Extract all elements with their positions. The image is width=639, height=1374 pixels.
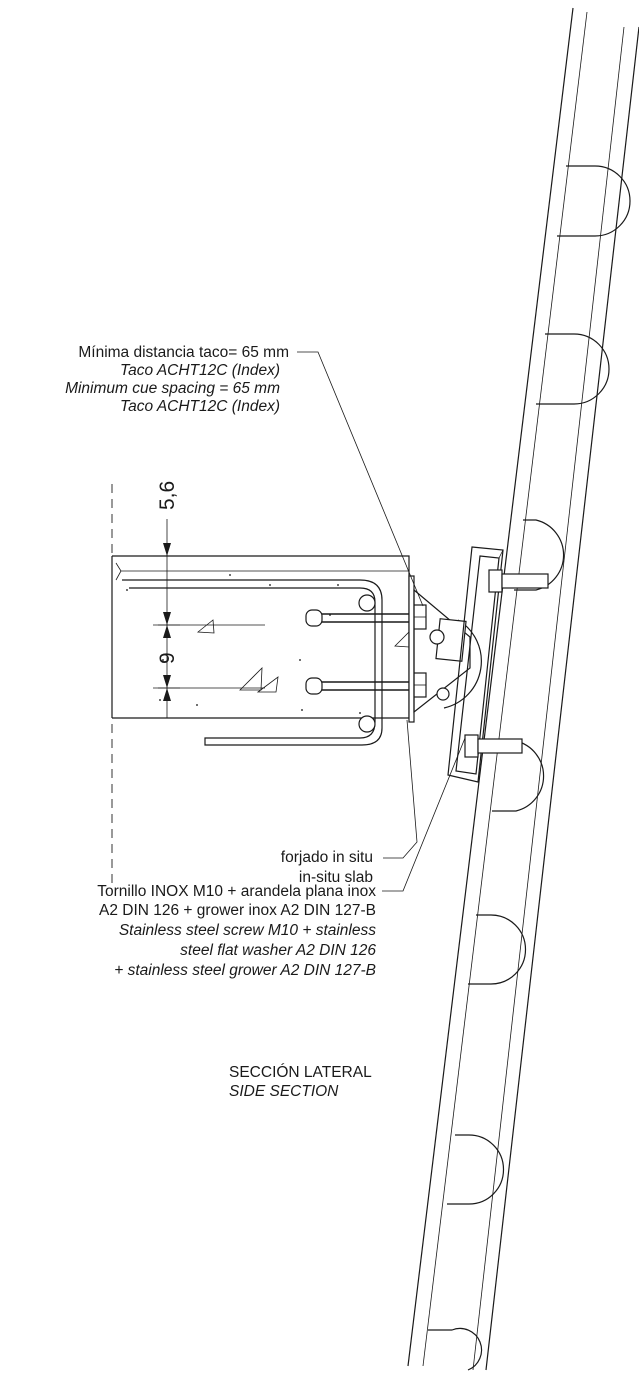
screw-en-1: Stainless steel screw M10 + stainless (119, 922, 376, 939)
cue-model-es: Taco ACHT12C (Index) (120, 362, 280, 379)
slab-annotation: forjado in situ in-situ slab (281, 849, 373, 886)
slab-bracket (408, 575, 482, 723)
cue-model-en: Taco ACHT12C (Index) (120, 398, 280, 415)
panel-screw-lower (464, 734, 523, 758)
cue-spacing-annotation: Mínima distancia taco= 65 mm Taco ACHT12… (65, 344, 289, 415)
panel-bracket (447, 546, 549, 783)
slab-es: forjado in situ (281, 849, 373, 866)
lamella-row (428, 165, 631, 1371)
concrete-slab (111, 484, 410, 893)
screw-en-3: + stainless steel grower A2 DIN 127-B (114, 962, 376, 979)
screw-es-2: A2 DIN 126 + grower inox A2 DIN 127-B (99, 902, 376, 919)
slab-en: in-situ slab (299, 869, 373, 886)
inclined-facade-panel (407, 7, 639, 1371)
anchor-bolt-lower (305, 672, 427, 698)
lamella (428, 1327, 483, 1371)
leader-lines (297, 351, 466, 892)
cue-spacing-es: Mínima distancia taco= 65 mm (78, 344, 289, 361)
cue-spacing-en: Minimum cue spacing = 65 mm (65, 380, 280, 397)
lamella (447, 1134, 505, 1205)
dimension-middle: 9 (156, 652, 179, 664)
anchor-bolt-upper (305, 604, 427, 630)
lamella (557, 165, 631, 237)
lamella (492, 740, 545, 812)
dimension-lines (153, 519, 180, 718)
screw-es-1: Tornillo INOX M10 + arandela plana inox (97, 883, 376, 900)
rebar-stirrup (122, 579, 383, 746)
screw-annotation: Tornillo INOX M10 + arandela plana inox … (97, 883, 376, 979)
lamella (536, 333, 610, 405)
section-title-en: SIDE SECTION (229, 1083, 339, 1100)
dimension-top: 5,6 (156, 481, 179, 510)
panel-screw-upper (488, 569, 549, 593)
lamella (468, 914, 527, 985)
section-title-es: SECCIÓN LATERAL (229, 1064, 372, 1081)
screw-en-2: steel flat washer A2 DIN 126 (180, 942, 376, 959)
section-title: SECCIÓN LATERAL SIDE SECTION (229, 1064, 372, 1100)
